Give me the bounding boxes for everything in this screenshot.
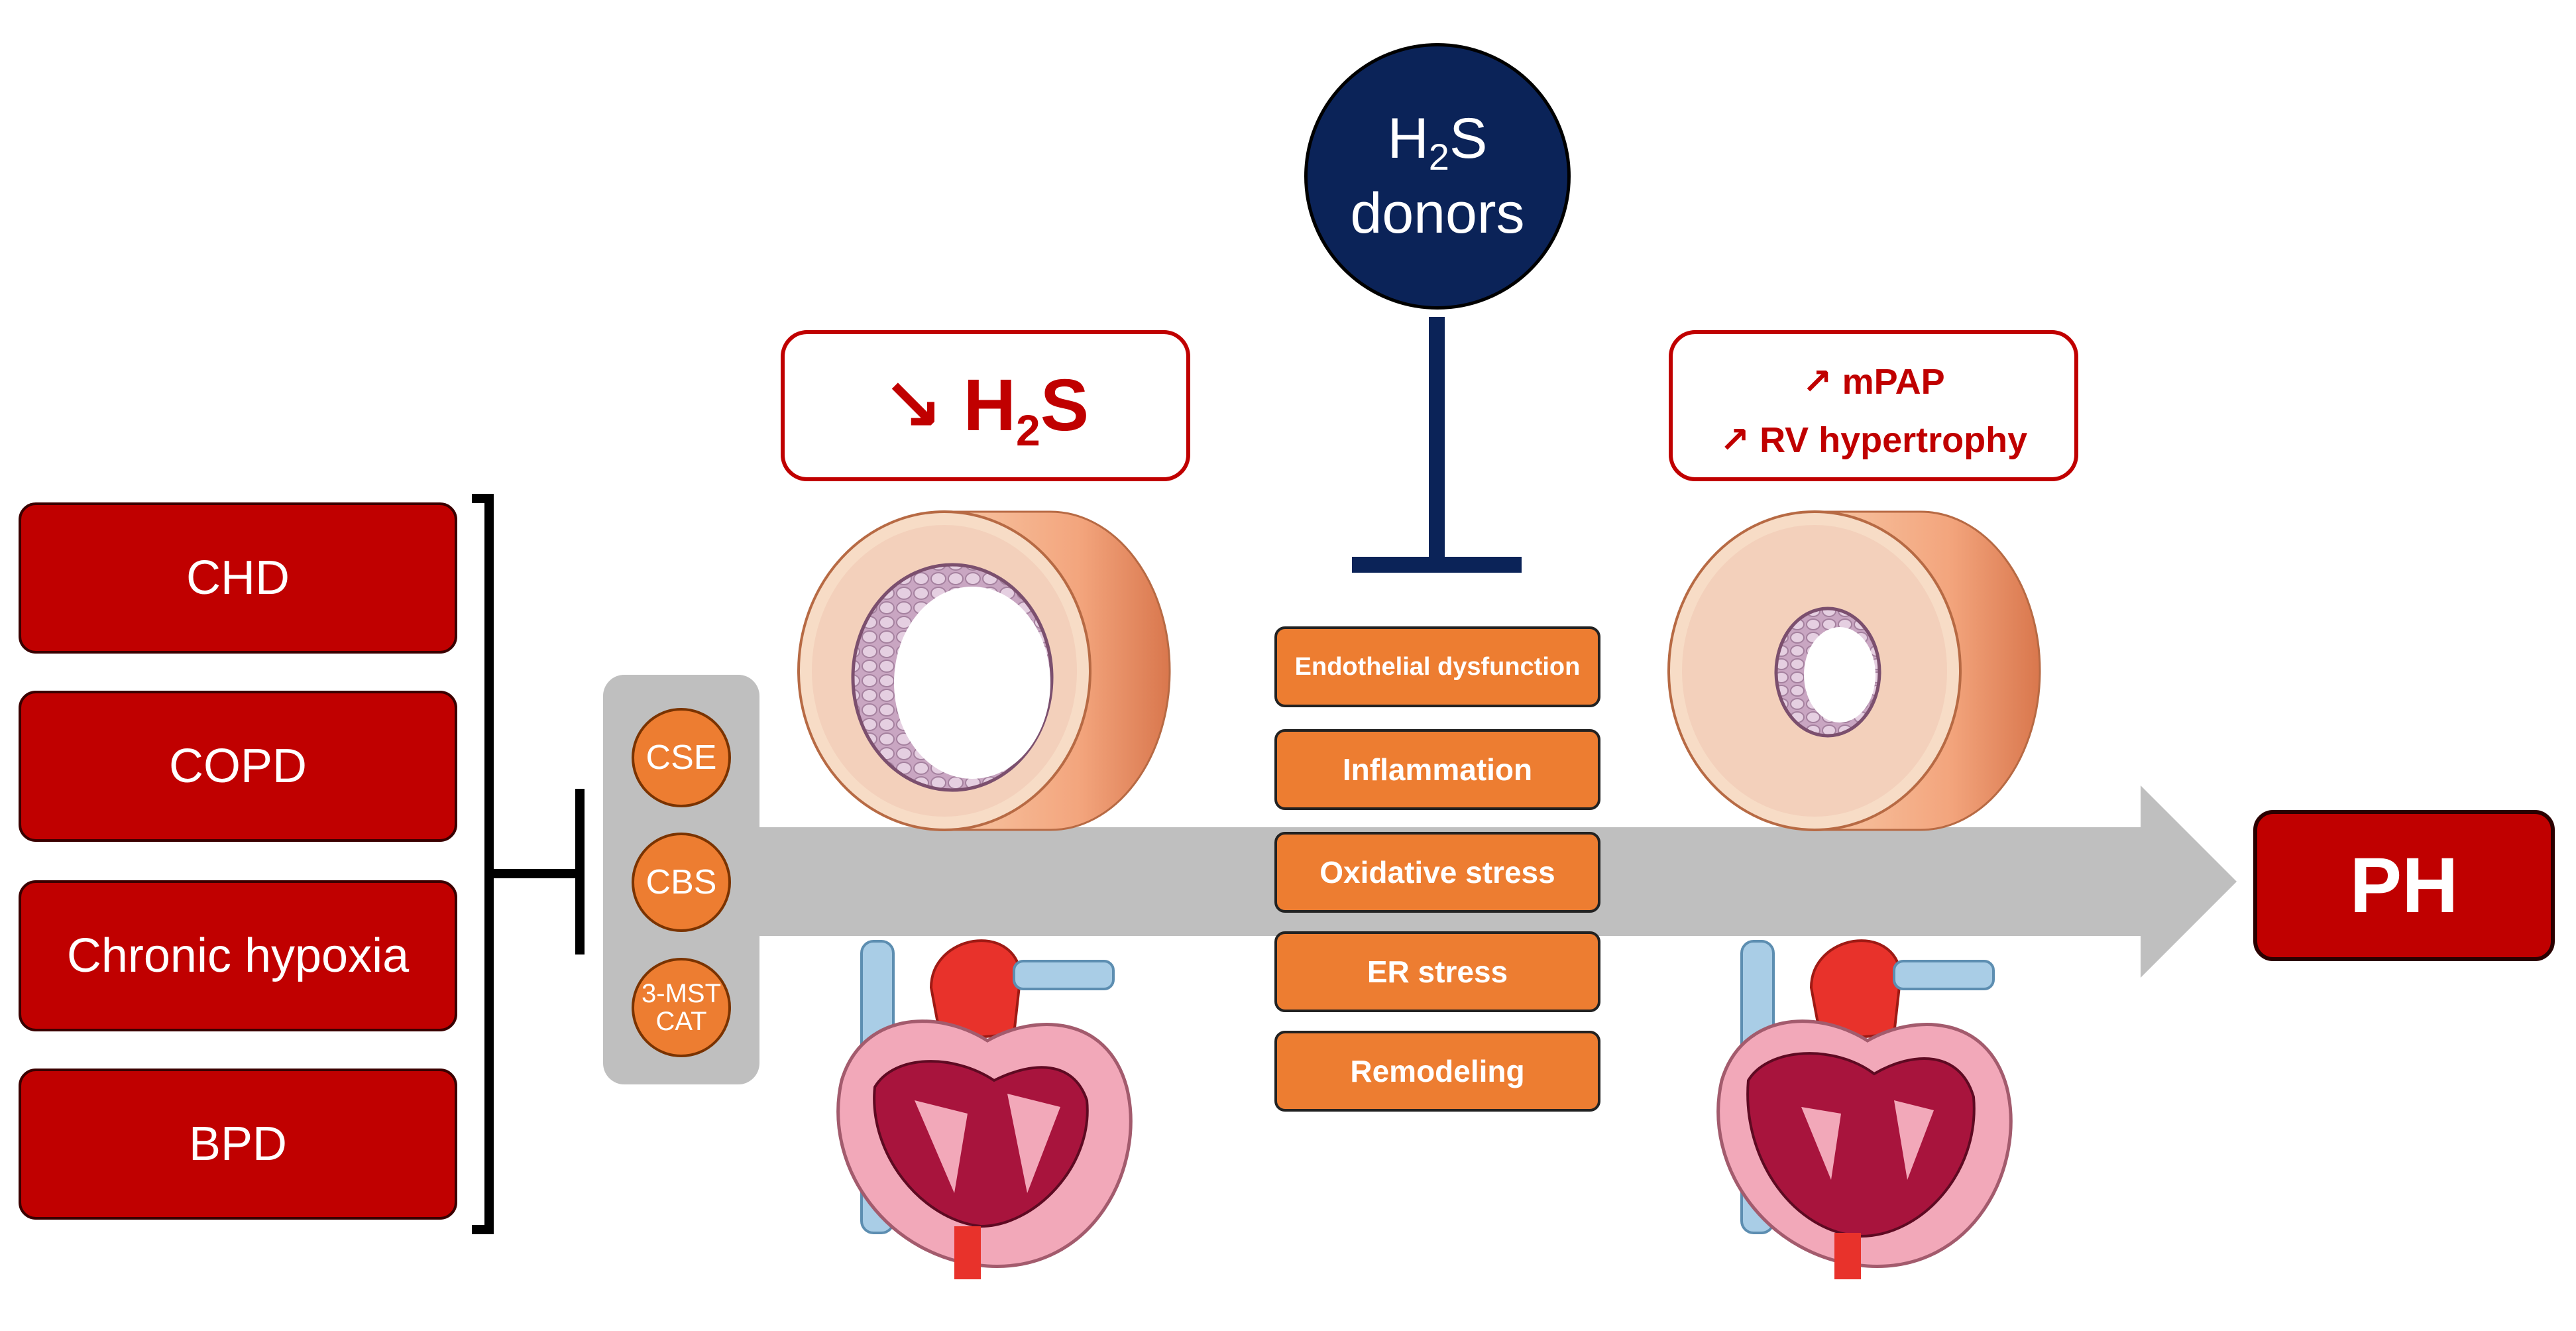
condition-chd: CHD xyxy=(19,502,457,654)
condition-bpd: BPD xyxy=(19,1069,457,1220)
decreased-h2s-box: ↘ H2S xyxy=(781,330,1190,481)
enzyme-cse: CSE xyxy=(632,708,731,807)
mechanism-er-stress: ER stress xyxy=(1274,931,1600,1012)
ph-result-box: PH xyxy=(2253,810,2555,961)
hypertrophic-heart-icon xyxy=(1716,939,2013,1279)
enzyme-3mst-cat: 3-MST CAT xyxy=(632,958,731,1057)
remodeled-vessel-icon xyxy=(1667,510,2041,831)
outcome-box: ↗ mPAP ↗ RV hypertrophy xyxy=(1669,330,2078,481)
mechanism-remodeling: Remodeling xyxy=(1274,1031,1600,1112)
h2s-donors-circle: H2S donors xyxy=(1304,43,1571,310)
condition-chronic-hypoxia: Chronic hypoxia xyxy=(19,880,457,1031)
mechanism-oxidative-stress: Oxidative stress xyxy=(1274,832,1600,913)
mechanism-inflammation: Inflammation xyxy=(1274,729,1600,810)
down-arrow-icon: ↘ xyxy=(881,365,944,446)
mechanism-endothelial-dysfunction: Endothelial dysfunction xyxy=(1274,626,1600,707)
normal-heart-icon xyxy=(836,939,1133,1279)
condition-copd: COPD xyxy=(19,691,457,842)
normal-vessel-icon xyxy=(797,510,1171,831)
enzyme-cbs: CBS xyxy=(632,833,731,932)
